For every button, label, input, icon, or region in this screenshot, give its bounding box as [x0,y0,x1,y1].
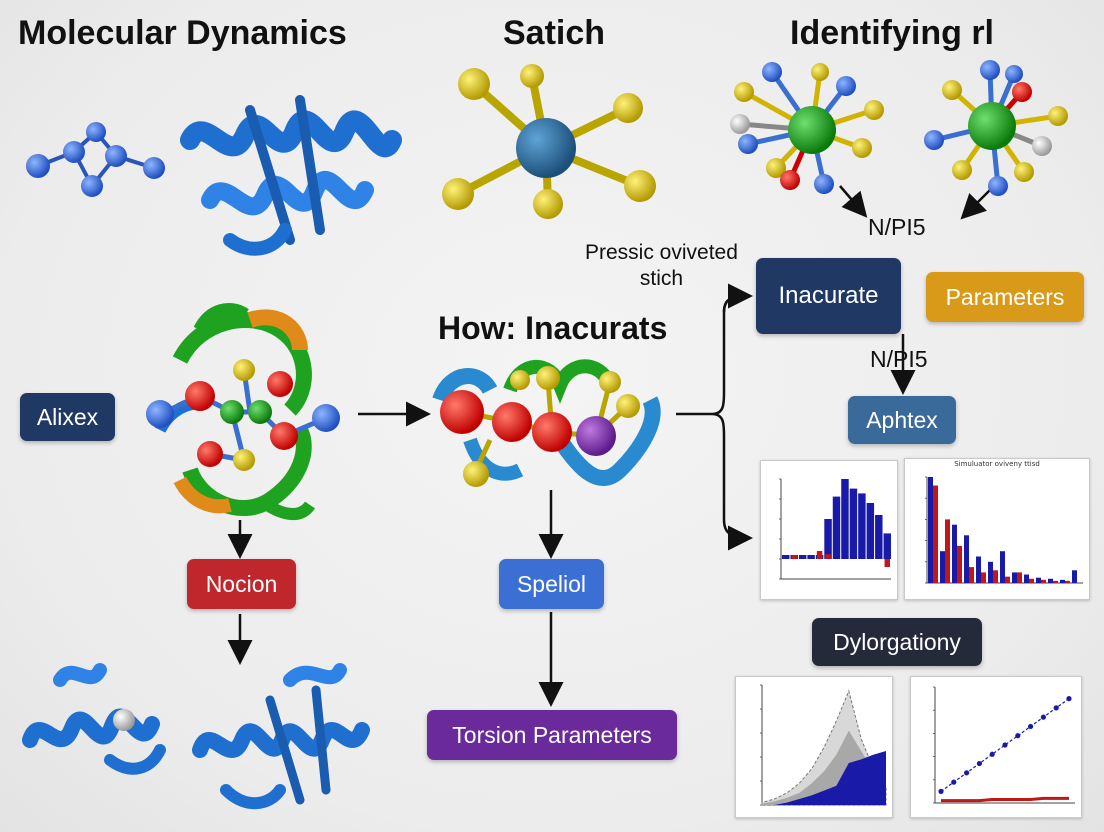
bar [849,488,858,559]
line-series [940,698,1070,792]
bar [798,555,807,559]
bar-chart-1 [779,478,891,580]
line-point [1066,696,1072,702]
box-dylorgationy: Dylorgationy [812,618,982,666]
box-aphtex: Aphtex [848,396,956,444]
line-point [989,751,995,757]
bar-secondary [791,555,797,559]
bar [1012,572,1017,583]
line-point [1028,723,1034,730]
line-point [1053,705,1059,711]
ligand-atoms [146,359,340,471]
bar-secondary [969,567,974,583]
np-label-top: N/PI5 [868,214,926,240]
bar [1048,578,1053,583]
bar [952,524,957,583]
bar [824,519,832,559]
metal-complex-center [442,64,656,219]
line-chart [933,686,1075,804]
line-point [951,779,957,785]
bar [928,477,933,583]
bar [1024,574,1029,583]
note-line-1: Pressic oviveted [585,241,738,264]
brace-connector-top-arrow [722,283,753,313]
middle-atoms [440,366,640,487]
small-molecule-top-left [26,122,165,197]
bar-secondary [981,572,986,583]
line-point [1002,742,1008,748]
bar-secondary [1053,580,1058,583]
metal-complex-right-b [924,60,1068,196]
box-parameters: Parameters [926,272,1084,322]
note-line-2: stich [639,267,684,290]
bar-secondary [1017,572,1022,583]
bar [807,555,815,559]
bar-secondary [945,519,950,583]
middle-complex [432,359,661,486]
area-series [762,751,886,805]
protein-ligand-complex [154,303,315,520]
protein-ribbon-top [180,95,402,256]
chart-panel-1 [760,460,898,600]
box-alixex: Alixex [20,393,115,441]
heading-how-inacurats: How: Inacurats [438,310,668,346]
protein-ribbon-bottom-b [192,663,370,810]
bar-secondary [933,485,938,583]
bar-chart-2 [925,476,1083,584]
bar [841,479,849,559]
area-chart [760,684,887,806]
bar-secondary [957,545,962,583]
box-speliol: Speliol [499,559,604,609]
bar [1000,551,1005,583]
line-point [1040,714,1046,720]
bar [964,535,969,583]
chart-panel-3 [735,676,893,818]
bar-secondary [825,554,831,559]
bar-secondary [1065,580,1070,583]
bar [1072,570,1077,583]
bar-secondary [1005,576,1010,583]
note-pressic: Pressic oviveted stich [585,240,738,292]
bar-secondary [884,559,890,567]
line-series [941,796,1069,803]
line-point [964,770,970,776]
box-torsion-parameters: Torsion Parameters [427,710,677,760]
arrow-to-np-left [839,185,868,218]
bar [858,493,866,559]
chart-panel-2: Simuluator oviveny ttisd [904,458,1090,600]
bar-secondary [993,570,998,583]
np-label-mid: N/PI5 [870,346,928,372]
bar [782,555,790,559]
bar [866,503,875,559]
line-point [1015,733,1021,739]
chart-panel-4 [910,676,1082,818]
bar [875,515,883,559]
protein-ribbon-bottom-a [22,663,166,775]
line-point [938,788,944,794]
heading-identifying: Identifying rl [790,14,994,52]
bar [988,561,993,583]
bar-secondary [816,551,823,559]
bar [1060,579,1065,583]
bar [832,496,841,559]
box-inacurate: Inacurate [756,258,901,334]
bar-secondary [1029,578,1034,583]
line-point [976,760,982,767]
bar [883,533,891,559]
heading-satich: Satich [503,14,606,52]
bar [1036,577,1041,583]
bar [976,556,981,583]
metal-complex-right-a [730,62,884,194]
box-nocion: Nocion [187,559,296,609]
arrow-to-np-right [960,189,991,220]
bar [940,551,945,583]
bar-secondary [1041,579,1046,583]
chart-2-title: Simuluator oviveny ttisd [954,460,1040,468]
heading-molecular-dynamics: Molecular Dynamics [18,14,347,52]
